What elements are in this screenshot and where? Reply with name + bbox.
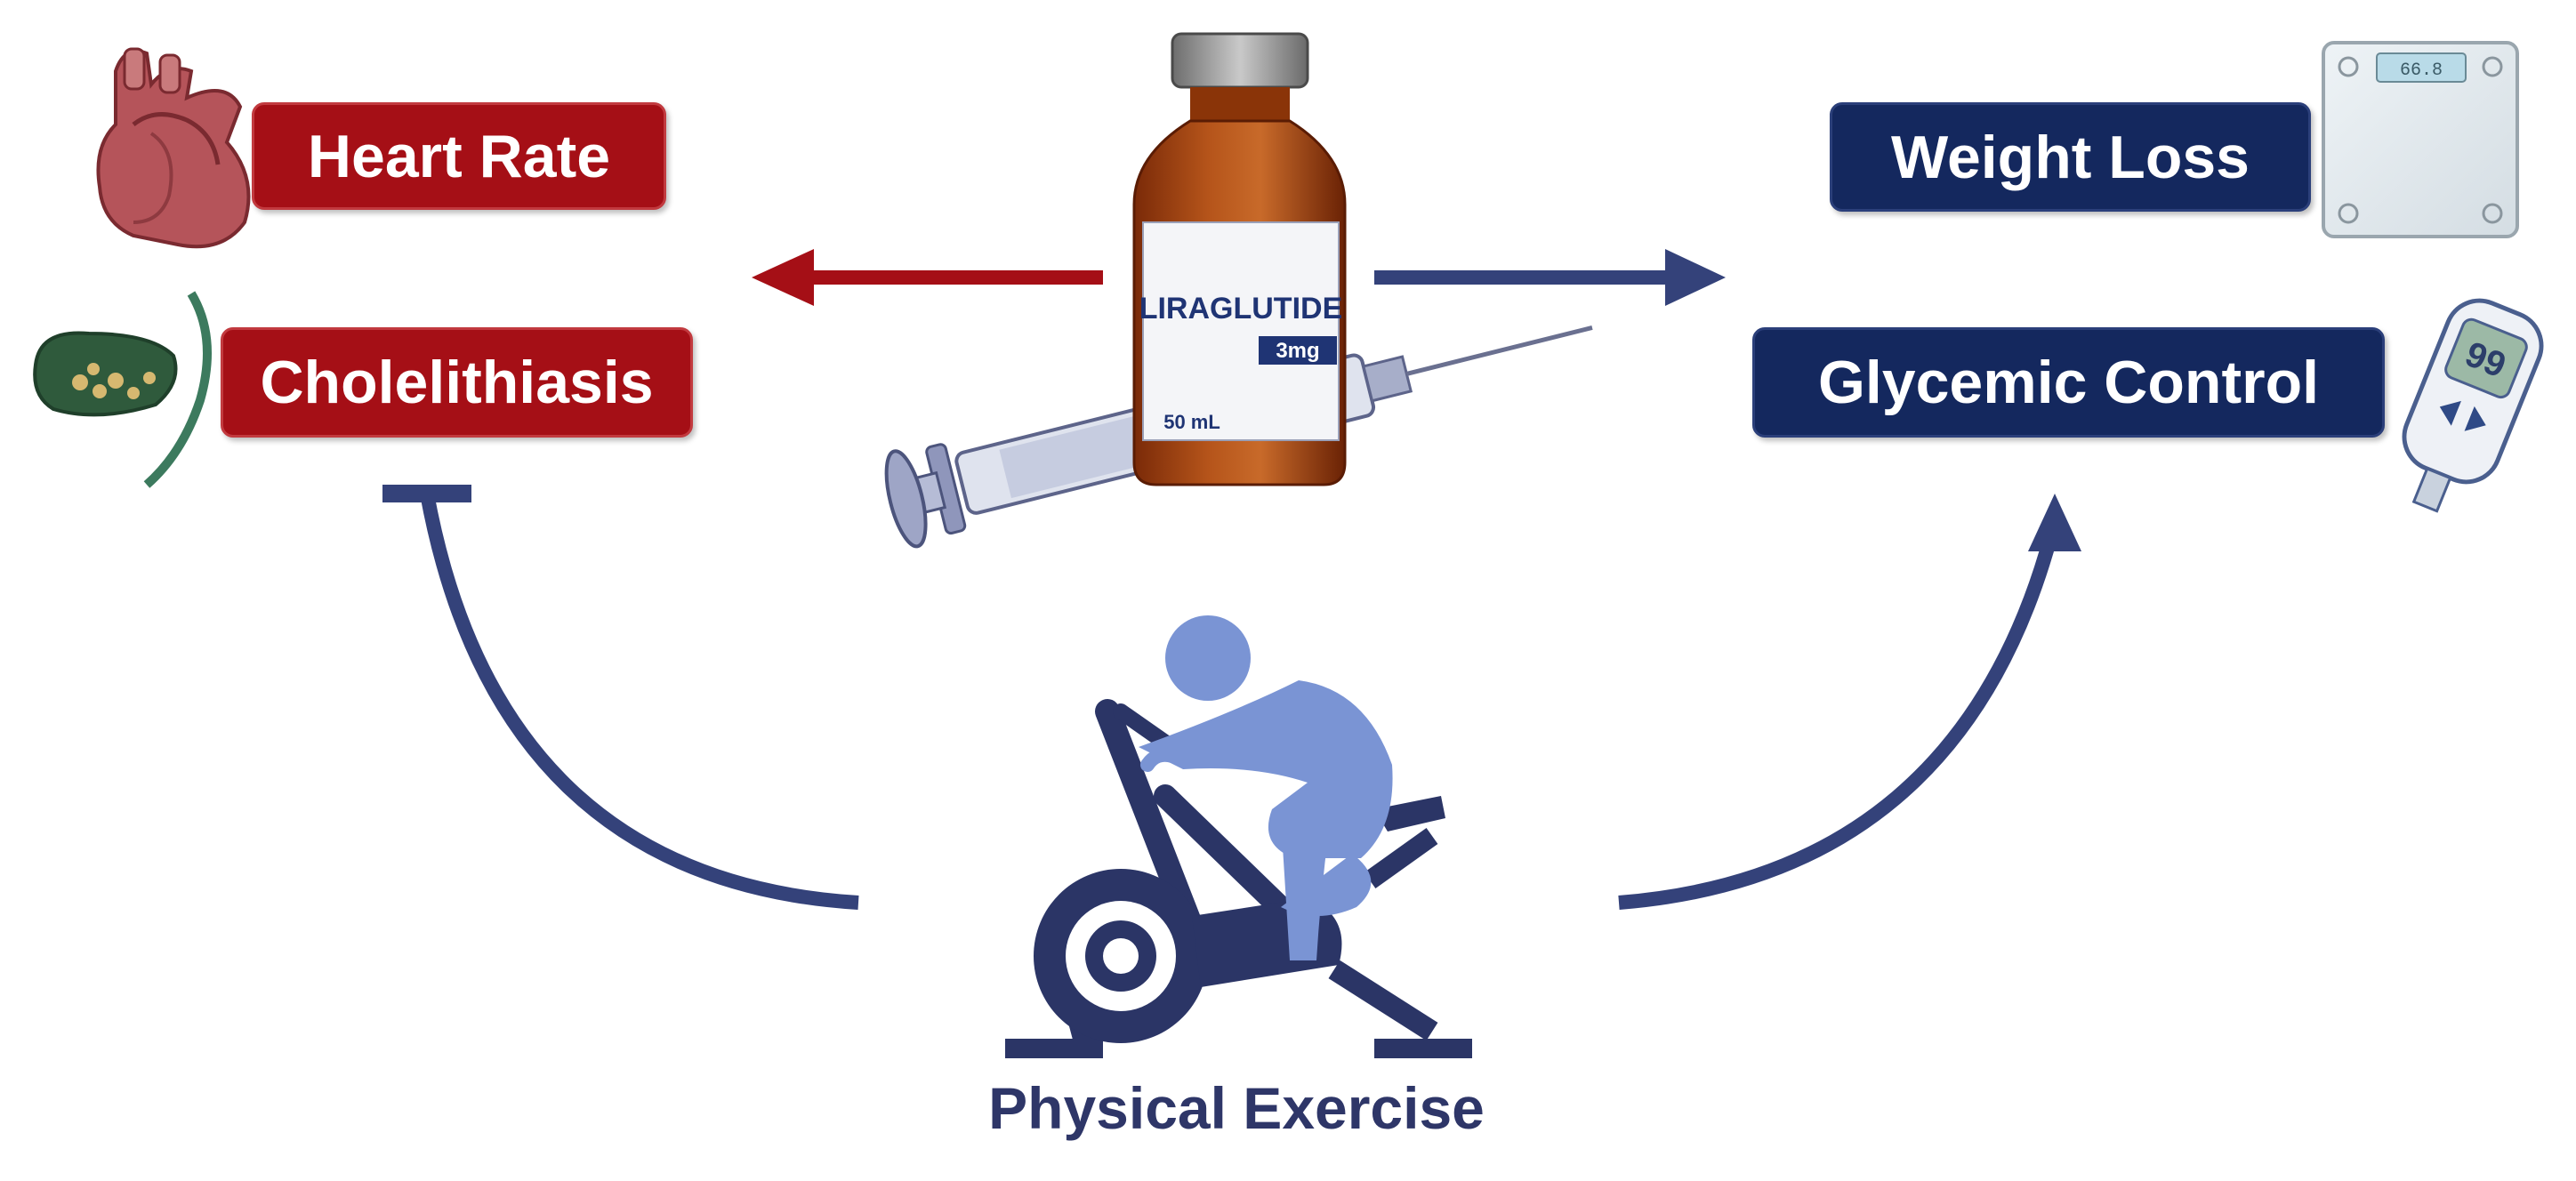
blue-arrow <box>1374 249 1726 306</box>
exercise-bike-icon <box>1005 615 1472 1058</box>
vial-icon: LIRAGLUTIDE 3mg 50 mL <box>1132 32 1347 486</box>
glycemic-control-label: Glycemic Control <box>1752 327 2385 438</box>
weight-loss-label: Weight Loss <box>1830 102 2311 212</box>
activation-arc <box>1618 494 2081 910</box>
vial-dose: 3mg <box>1276 339 1319 363</box>
vial-volume: 50 mL <box>1163 411 1220 433</box>
physical-exercise-label: Physical Exercise <box>988 1075 1485 1141</box>
scale-display: 66.8 <box>2400 60 2443 81</box>
inhibition-arc <box>382 485 859 910</box>
cholelithiasis-label: Cholelithiasis <box>221 327 693 438</box>
glucometer-icon: 99 <box>2402 298 2544 513</box>
red-arrow <box>752 249 1103 306</box>
heart-rate-label: Heart Rate <box>252 102 666 210</box>
heart-icon <box>96 47 251 249</box>
gallbladder-icon <box>33 291 212 488</box>
scale-icon: 66.8 <box>2322 41 2519 238</box>
vial-drug-name: LIRAGLUTIDE <box>1139 292 1343 325</box>
